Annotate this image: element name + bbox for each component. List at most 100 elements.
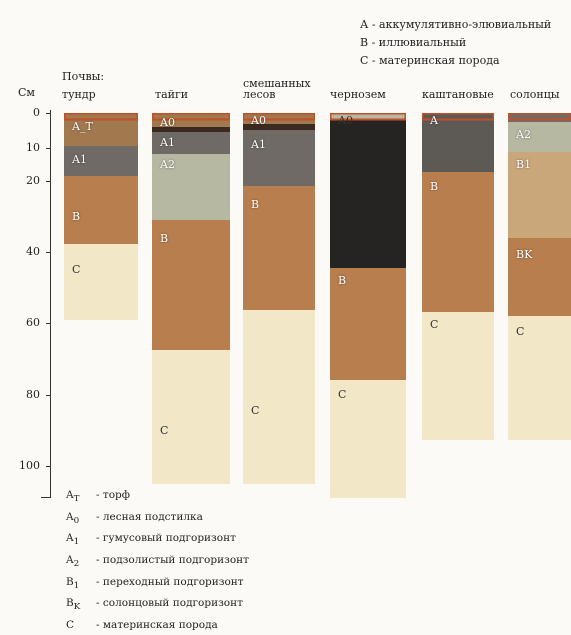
soil-horizon-band [152, 220, 230, 350]
profile-svg [329, 112, 407, 498]
depth-tick [46, 252, 51, 253]
depth-tick-label: 60 [26, 316, 40, 329]
profile-svg [242, 112, 316, 484]
depth-tick [46, 113, 51, 114]
legend-item-b: В - иллювиальный [360, 36, 467, 49]
legend-row-peat: AT - торф [66, 487, 249, 509]
depth-tick [46, 395, 51, 396]
depth-tick-label: 0 [33, 106, 40, 119]
legend-text: - материнская порода [96, 619, 218, 632]
profile-svg [63, 112, 139, 320]
depth-tick-label: 80 [26, 388, 40, 401]
horizon-label: C [516, 325, 525, 338]
horizon-label: A0 [160, 116, 175, 129]
soil-horizon-band [243, 130, 315, 186]
horizon-label: A [430, 114, 438, 127]
profile-svg [421, 112, 495, 440]
horizon-label: A2 [160, 158, 175, 171]
column-label: солонцы [510, 88, 560, 101]
legend-item-c: С - материнская порода [360, 54, 500, 67]
depth-tick [46, 148, 51, 149]
soil-horizon-band [64, 176, 138, 244]
depth-tick [46, 466, 51, 467]
depth-tick-label: 100 [19, 459, 40, 472]
horizon-label: B [251, 198, 260, 211]
soil-horizon-band [243, 310, 315, 484]
soil-horizon-band [508, 238, 571, 316]
legend-code: A0 [66, 510, 80, 526]
soils-title: Почвы: [62, 70, 105, 83]
soil-profile-column: A B C [421, 112, 495, 440]
column-label: тундр [62, 88, 96, 101]
horizon-label: B [72, 210, 81, 223]
legend-row-litter: A0 - лесная подстилка [66, 509, 249, 531]
depth-tick [46, 181, 51, 182]
soil-horizon-band [152, 127, 230, 132]
legend-row-parent: C - материнская порода [66, 617, 249, 635]
depth-tick-label: 40 [26, 245, 40, 258]
soil-horizon-band [330, 268, 406, 380]
legend-text: - подзолистый подгоризонт [96, 554, 249, 567]
column-label: лесов [243, 88, 276, 101]
horizon-label: A1 [251, 138, 266, 151]
horizon-label: A_T [72, 120, 93, 133]
depth-axis-foot [41, 497, 51, 498]
horizon-label: C [160, 424, 169, 437]
profile-top-frame [151, 112, 231, 121]
legend-code: C [66, 619, 75, 632]
legend-item-a: А - аккумулятивно-элювиальный [360, 18, 552, 31]
horizon-label: C [251, 404, 260, 417]
soil-horizon-band [330, 120, 406, 268]
depth-tick [46, 323, 51, 324]
legend-text: - торф [96, 489, 130, 501]
legend-code: BK [66, 597, 81, 613]
column-label: каштановые [422, 88, 494, 101]
soil-horizon-band [508, 122, 571, 152]
horizon-label: A1 [160, 136, 175, 149]
depth-axis [50, 110, 51, 498]
legend-code: A1 [66, 532, 80, 548]
legend-text: - гумусовый подгоризонт [96, 532, 236, 545]
horizon-label: C [430, 318, 439, 331]
profile-top-frame [421, 112, 495, 121]
soil-horizon-band [422, 113, 494, 172]
soil-horizon-band [508, 316, 571, 440]
horizon-label: B [430, 180, 439, 193]
soil-horizon-band [152, 350, 230, 484]
soil-horizon-band [64, 244, 138, 320]
profile-top-frame [329, 112, 407, 121]
legend-code: AT [66, 489, 80, 505]
soil-horizon-band [422, 312, 494, 440]
horizon-label: B1 [516, 158, 532, 171]
legend-row-podzol: A2 - подзолистый подгоризонт [66, 552, 249, 574]
legend-code: B1 [66, 575, 80, 591]
profile-svg [507, 112, 571, 440]
horizon-label: A0 [338, 114, 353, 127]
horizon-label: A0 [251, 114, 266, 127]
depth-axis-unit: См [18, 86, 35, 99]
horizon-label: B [338, 274, 347, 287]
legend-row-transition: B1 - переходный подгоризонт [66, 574, 249, 596]
legend-text: - солонцовый подгоризонт [96, 597, 243, 610]
legend-code: A2 [66, 554, 80, 570]
soil-horizon-band [508, 113, 571, 122]
depth-tick-label: 20 [26, 174, 40, 187]
profile-svg [151, 112, 231, 484]
soil-horizon-band [64, 146, 138, 176]
soil-horizon-band [152, 154, 230, 220]
soil-horizon-band [243, 186, 315, 310]
soil-horizon-band [508, 152, 571, 238]
column-label: тайги [155, 88, 189, 101]
horizon-label: A2 [516, 128, 531, 141]
horizon-label: C [338, 388, 347, 401]
legend-text: - лесная подстилка [96, 510, 203, 523]
profile-top-frame [63, 112, 139, 121]
column-label: смешанных [243, 77, 311, 90]
legend-text: - переходный подгоризонт [96, 575, 244, 588]
legend-row-humus: A1 - гумусовый подгоризонт [66, 530, 249, 552]
soil-horizon-band [243, 124, 315, 130]
horizon-label: B [160, 232, 169, 245]
